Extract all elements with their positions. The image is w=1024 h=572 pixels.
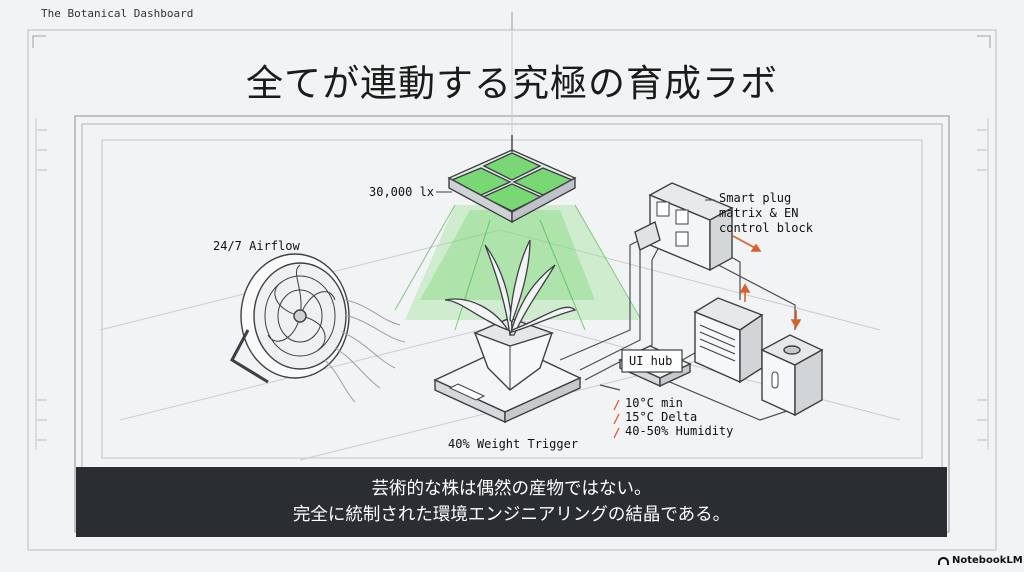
- grow-light-icon: [447, 135, 577, 224]
- plug-label-line-1: Smart plug: [719, 191, 792, 205]
- heater-icon: [693, 297, 764, 384]
- settings-list: 10°C min 15°C Delta 40-50% Humidity: [625, 396, 733, 438]
- setting-temp-min: 10°C min: [625, 396, 683, 410]
- plug-label: Smart plug matrix & EN control block: [719, 191, 813, 236]
- setting-temp-delta: 15°C Delta: [625, 410, 698, 424]
- fan-label: 24/7 Airflow: [213, 239, 300, 253]
- page-title: 全てが連動する究極の育成ラボ: [246, 62, 778, 105]
- logo-text: NotebookLM: [952, 555, 1023, 566]
- smart-plug-icon: [634, 182, 734, 272]
- brand-label: The Botanical Dashboard: [41, 7, 194, 20]
- leader-lines: [436, 191, 715, 201]
- notebooklm-logo-icon: [938, 556, 949, 565]
- caption-box: 芸術的な株は偶然の産物ではない。 完全に統制された環境エンジニアリングの結晶であ…: [76, 467, 947, 537]
- light-label: 30,000 lx: [369, 185, 435, 199]
- plug-label-line-2: matrix & EN: [719, 206, 799, 220]
- weight-label: 40% Weight Trigger: [448, 437, 579, 451]
- caption-line-1: 芸術的な株は偶然の産物ではない。: [371, 479, 652, 499]
- notebooklm-logo: NotebookLM: [938, 555, 1023, 566]
- humidifier-icon: [760, 334, 824, 417]
- hub-label: UI hub: [629, 354, 673, 368]
- plug-label-line-3: control block: [719, 221, 813, 235]
- light-cone: [394, 204, 641, 331]
- fan-icon: [230, 253, 406, 403]
- caption-line-2: 完全に統制された環境エンジニアリングの結晶である。: [292, 505, 731, 525]
- ui-hub-icon: [618, 345, 692, 388]
- setting-humidity: 40-50% Humidity: [625, 424, 734, 438]
- plant-icon: [444, 239, 577, 391]
- flow-arrows: [613, 235, 802, 439]
